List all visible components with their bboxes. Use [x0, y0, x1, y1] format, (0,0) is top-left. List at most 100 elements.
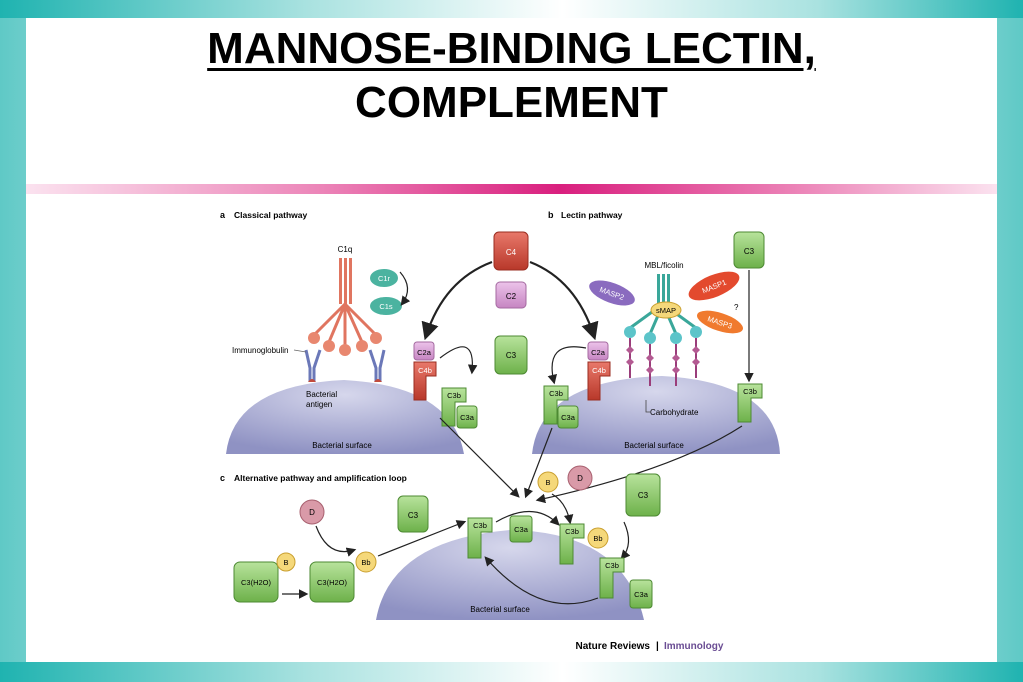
factor-d-left [299, 499, 325, 525]
c3-to-c3b-arrow [620, 521, 631, 560]
panel-c-c3-right-label: C3 [638, 491, 649, 500]
credit-source: Nature Reviews [576, 641, 651, 652]
mbl-ficolin-complex [624, 274, 702, 386]
panel-c-surface-label: Bacterial surface [470, 605, 530, 614]
panel-c-bacterial-surface [376, 530, 644, 620]
masp2-blob [589, 280, 635, 306]
credit-separator: | [656, 641, 659, 652]
c3h2o-label-1: C3(H2O) [241, 578, 272, 587]
factor-d-arrow [315, 525, 357, 557]
masp1-blob [688, 271, 740, 301]
c3h2o-block-2 [309, 561, 355, 603]
immunoglobulin-label: Immunoglobulin [232, 346, 288, 355]
center-c4-label: C4 [506, 248, 517, 257]
panel-b-c4b-label: C4b [592, 366, 606, 375]
panel-c-c3a-bottom-block [629, 579, 653, 609]
c3h2o-label-2: C3(H2O) [317, 578, 348, 587]
center-c4-block [493, 231, 529, 271]
panel-b-c3b-left-block [543, 385, 569, 425]
panel-c-c3-label: C3 [408, 511, 419, 520]
credit-journal: Immunology [664, 641, 724, 652]
c3b-to-convertase-arrow [495, 510, 560, 526]
panel-c-c3-block [397, 495, 429, 533]
panel-a-title: Classical pathway [234, 210, 308, 220]
smap-label: sMAP [656, 306, 676, 315]
slide-title: MANNOSE-BINDING LECTIN, COMPLEMENT [0, 22, 1023, 130]
classical-to-loop-arrow [439, 417, 520, 498]
panel-a-c3b-label: C3b [447, 391, 461, 400]
panel-a-c4b-block [413, 361, 437, 401]
lectin-to-loop-arrow [524, 427, 553, 499]
center-c2-label: C2 [506, 292, 517, 301]
center-c2-block [495, 281, 527, 309]
panel-c-c3b-mid-block [467, 517, 493, 559]
c1r-to-c1s-arrow [399, 271, 411, 306]
panel-a-surface-label: Bacterial surface [312, 441, 372, 450]
masp3-blob [697, 310, 743, 334]
panel-c-c3a-bottom-label: C3a [634, 590, 649, 599]
panel-c-c3-right-block [625, 473, 661, 517]
panel-b-c3-block [733, 231, 765, 269]
bacterial-antigen-label-1: Bacterial [306, 390, 337, 399]
panel-b-c3a-block [557, 405, 579, 429]
center-c3-label: C3 [506, 351, 517, 360]
complement-pathways-figure: a Classical pathway Bacterial surface C1… [214, 200, 786, 656]
panel-a-c3a-block [456, 405, 478, 429]
factor-bb-right-label: Bb [593, 534, 602, 543]
factor-b-left-label: B [283, 558, 288, 567]
panel-c-c3a-mid-block [509, 515, 533, 543]
masp3-question-mark: ? [734, 303, 739, 312]
c1r-label: C1r [378, 274, 391, 283]
center-c3-block [494, 335, 528, 375]
panel-c-c3b-right-label: C3b [565, 527, 579, 536]
factor-b-left [276, 552, 296, 572]
c4-to-lectin-arrow [529, 260, 599, 341]
panel-a-bacterial-surface [226, 380, 464, 454]
panel-c-c3a-mid-label: C3a [514, 525, 529, 534]
panel-b-c3b-right-block [737, 383, 763, 423]
panel-b-letter: b [548, 210, 554, 220]
c3h2o-block-1 [233, 561, 279, 603]
panel-b-title: Lectin pathway [561, 210, 623, 220]
panel-c-letter: c [220, 473, 225, 483]
panel-c-title: Alternative pathway and amplification lo… [234, 473, 407, 483]
c1r-blob [370, 269, 398, 287]
panel-a-c2a-block [413, 341, 435, 361]
panel-c-c3b-right-block [559, 523, 585, 565]
smap-blob [650, 301, 682, 319]
carbohydrate-label: Carbohydrate [650, 408, 699, 417]
factor-b-right-label: B [545, 478, 550, 487]
panel-b-c3-convert-arrow [547, 346, 587, 385]
c1q-label: C1q [338, 245, 353, 254]
factor-d-right-label: D [577, 474, 583, 483]
panel-b-c4b-block [587, 361, 611, 401]
panel-b-c3a-label: C3a [561, 413, 576, 422]
c3-convertase-arrow [377, 520, 467, 557]
immunoglobulin-leader [293, 349, 307, 353]
panel-b-surface-label: Bacterial surface [624, 441, 684, 450]
carbohydrate-leader [645, 400, 650, 413]
panel-a-c3-convert-arrow [439, 346, 478, 375]
c1s-label: C1s [379, 302, 393, 311]
pathway-diagram: a Classical pathway Bacterial surface C1… [220, 210, 780, 652]
lectin-c3b-to-loop-arrow [535, 425, 743, 504]
c1q-complex [308, 258, 382, 356]
panel-c-c3b-bottom-label: C3b [605, 561, 619, 570]
title-line-1: MANNOSE-BINDING LECTIN, [207, 24, 816, 73]
panel-a-c4b-label: C4b [418, 366, 432, 375]
panel-b-c3b-left-label: C3b [549, 389, 563, 398]
bottom-frame-band [0, 662, 1023, 682]
top-frame-band [0, 0, 1023, 18]
panel-a-c3b-block [441, 387, 467, 427]
amplification-loop-arrow [484, 556, 599, 605]
factor-d-right [567, 465, 593, 491]
factor-bb-right [587, 527, 609, 549]
panel-a-letter: a [220, 210, 226, 220]
immunoglobulin-pair [304, 349, 386, 382]
panel-a-c3a-label: C3a [460, 413, 475, 422]
panel-b-c3-label: C3 [744, 247, 755, 256]
factor-b-right [537, 471, 559, 493]
panel-b-c3b-right-label: C3b [743, 387, 757, 396]
factor-bb-left [355, 551, 377, 573]
factor-bb-left-label: Bb [361, 558, 370, 567]
